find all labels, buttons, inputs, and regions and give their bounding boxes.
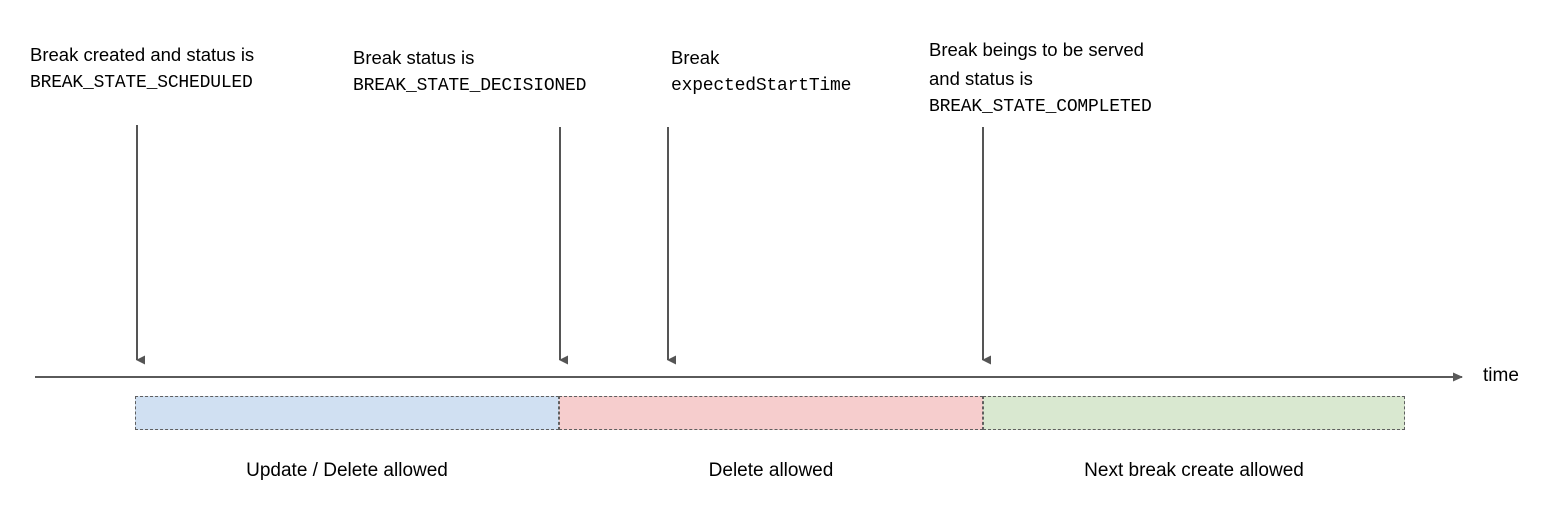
annotation-break-expected-start: Break expectedStartTime: [671, 43, 851, 101]
annotation-code: expectedStartTime: [671, 76, 852, 96]
annotation-break-created: Break created and status is BREAK_STATE_…: [30, 40, 254, 98]
annotation-break-decisioned: Break status is BREAK_STATE_DECISIONED: [353, 43, 586, 101]
phase-bar-update-delete: [135, 396, 559, 430]
annotation-prose: Break status is: [353, 47, 475, 68]
annotation-code: BREAK_STATE_DECISIONED: [353, 76, 587, 96]
annotation-break-completed: Break beings to be served and status is …: [929, 35, 1152, 122]
phase-caption-next-break-create: Next break create allowed: [1084, 460, 1304, 481]
phase-bar-delete-only: [559, 396, 983, 430]
annotation-code: BREAK_STATE_COMPLETED: [929, 97, 1152, 117]
annotation-prose-line2: and status is: [929, 68, 1033, 89]
phase-caption-update-delete: Update / Delete allowed: [246, 460, 448, 481]
time-axis-label: time: [1483, 365, 1519, 386]
annotation-prose: Break created and status is: [30, 44, 255, 65]
annotation-code: BREAK_STATE_SCHEDULED: [30, 73, 253, 93]
annotation-prose: Break: [671, 47, 720, 68]
phase-caption-delete-only: Delete allowed: [708, 460, 834, 481]
annotation-prose-line1: Break beings to be served: [929, 39, 1144, 60]
phase-bar-next-break-create: [983, 396, 1405, 430]
